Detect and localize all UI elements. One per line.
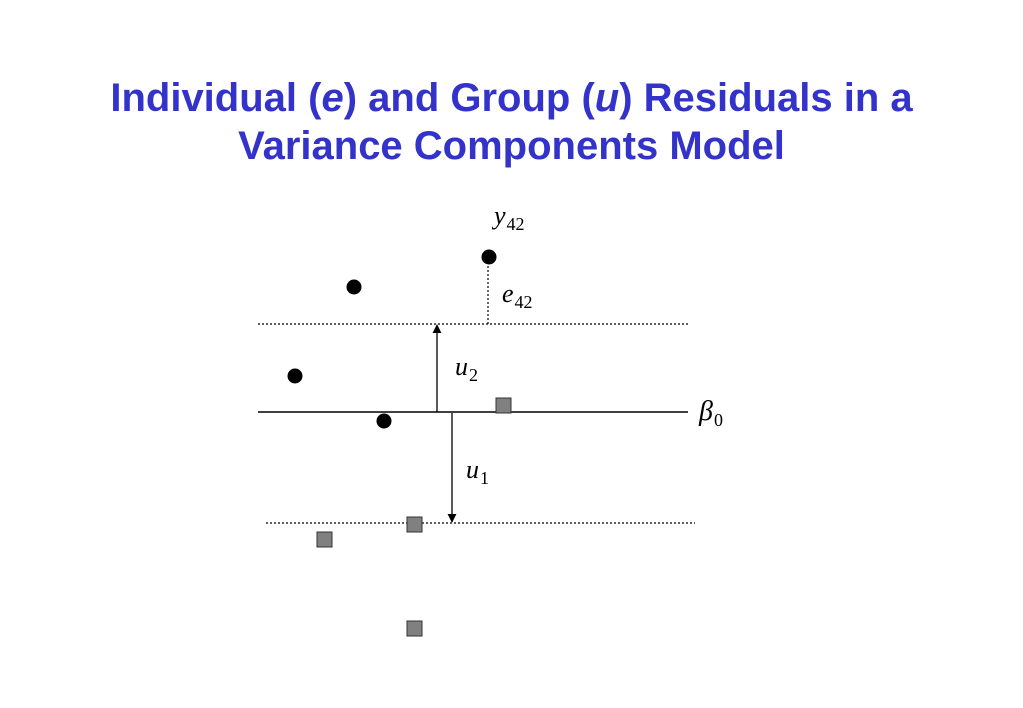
title-line-1: Individual (e) and Group (u) Residuals i… — [110, 76, 913, 120]
data-point-circle — [287, 368, 303, 384]
label-beta0: β0 — [698, 396, 723, 430]
data-point-square — [495, 397, 512, 414]
title-line-2: Variance Components Model — [238, 124, 785, 168]
data-point-circle — [481, 249, 497, 265]
slide-title: Individual (e) and Group (u) Residuals i… — [0, 74, 1023, 170]
data-point-square — [406, 516, 423, 533]
data-point-square — [406, 620, 423, 637]
label-y42: y42 — [491, 201, 525, 234]
label-e42: e42 — [502, 279, 533, 312]
label-u2: u2 — [455, 352, 478, 385]
data-point-circle — [376, 413, 392, 429]
data-point-circle — [346, 279, 362, 295]
data-point-square — [316, 531, 333, 548]
label-u1: u1 — [466, 455, 489, 488]
